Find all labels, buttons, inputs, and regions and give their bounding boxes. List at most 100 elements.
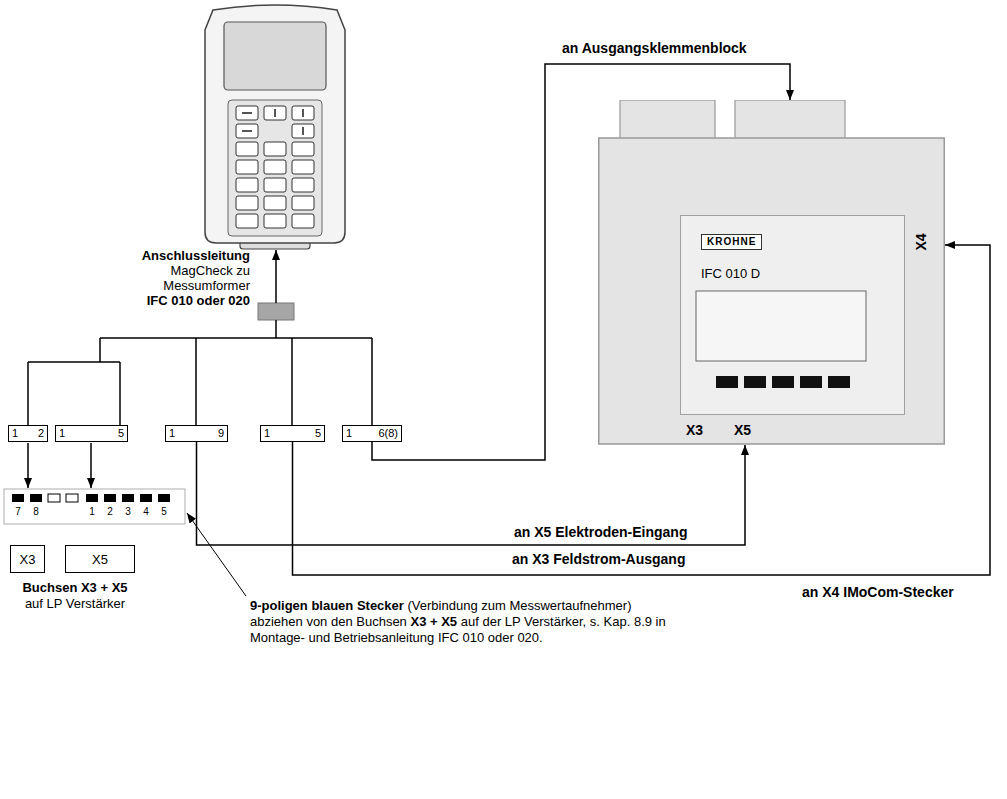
panel-key	[828, 376, 850, 388]
pin-number: 7	[12, 506, 24, 518]
pin-number: 3	[122, 506, 134, 518]
front-panel: IFC 010 D KROHNE	[680, 215, 905, 415]
cable-tree	[28, 320, 372, 425]
keypad-keys	[236, 214, 258, 228]
pin-number: 1	[89, 506, 95, 517]
node-text: KROHNE	[707, 236, 756, 247]
keypad-keys	[292, 106, 314, 120]
plug-arrow	[27, 443, 29, 488]
pin-strip	[4, 489, 185, 524]
socket-caption: Buchsen X3 + X5auf LP Verstärker	[0, 580, 150, 612]
plug-connector: 12	[8, 425, 48, 442]
panel-key	[716, 376, 738, 388]
pin	[12, 494, 24, 502]
pin-number: 2	[104, 506, 116, 518]
plug-connector: 15	[260, 425, 325, 442]
cable-caption: Anschlussleitung	[130, 248, 250, 263]
instruction-note: 9-poligen blauen Stecker	[250, 598, 404, 613]
node-text: X3	[20, 552, 36, 567]
cable-plug	[258, 303, 294, 320]
instruction-note: 9-poligen blauen Stecker(Verbindung zum …	[250, 598, 675, 646]
converter-housing: X4X3X5IFC 010 DKROHNE	[598, 100, 945, 445]
pin	[140, 494, 152, 502]
connector-label: an X4 IMoCom-Stecker	[800, 584, 956, 601]
pin-number: 5	[158, 506, 170, 518]
node-text: 6(8)	[378, 427, 398, 440]
node-text: 1	[59, 427, 65, 440]
pin	[122, 494, 134, 502]
keypad-keys	[236, 106, 258, 120]
keypad-keys	[292, 214, 314, 228]
route-label: an X3 Feldstrom-Ausgang	[512, 551, 685, 567]
keypad-keys	[236, 178, 258, 192]
keypad-keys	[292, 124, 314, 138]
key-marks	[302, 127, 304, 135]
socket-caption: auf LP Verstärker	[0, 596, 150, 612]
pin-number: 1	[86, 506, 98, 518]
pin-number: 4	[140, 506, 152, 518]
pin-number: 7	[15, 506, 21, 517]
node-text: X5	[92, 552, 108, 567]
cable-caption: AnschlussleitungMagCheck zu Messumformer…	[130, 248, 250, 308]
keypad-area	[228, 100, 322, 236]
node-text: 1	[346, 427, 352, 440]
node-text: 5	[315, 427, 321, 440]
port-label: X3	[686, 422, 703, 438]
pin-number: 8	[33, 506, 39, 517]
keypad-keys	[264, 214, 286, 228]
pin-number: 5	[161, 506, 167, 517]
pin-empty	[66, 494, 78, 502]
node-text: 1	[169, 427, 175, 440]
keypad-keys	[292, 178, 314, 192]
connector-label: an Ausgangsklemmenblock	[560, 40, 749, 57]
panel-key	[744, 376, 766, 388]
keypad-keys	[264, 178, 286, 192]
key-marks	[242, 112, 252, 114]
signal-connector	[197, 442, 746, 545]
pin	[104, 494, 116, 502]
panel-key	[800, 376, 822, 388]
keypad-keys	[236, 106, 314, 228]
plug-connector: 19	[165, 425, 228, 442]
socket-box: X5	[65, 545, 135, 573]
key-marks	[274, 109, 276, 117]
node-text: 1	[12, 427, 18, 440]
node-text: 9	[218, 427, 224, 440]
keypad-keys	[292, 160, 314, 174]
display-window	[696, 291, 866, 361]
port-label: X4	[913, 233, 929, 250]
key-marks	[242, 130, 252, 132]
node-text: 5	[118, 427, 124, 440]
keypad-keys	[236, 124, 258, 138]
cable-caption: MagCheck zu Messumformer	[130, 263, 250, 293]
pin-number: 4	[143, 506, 149, 517]
plug-arrow	[90, 443, 92, 488]
handheld-device	[205, 5, 345, 249]
plug-connector: 1 6(8)	[342, 425, 402, 442]
pin	[30, 494, 42, 502]
pin	[86, 494, 98, 502]
pin-number: 3	[125, 506, 131, 517]
keypad-keys	[292, 142, 314, 156]
keypad-keys	[264, 196, 286, 210]
strip-outline	[4, 489, 185, 524]
panel-key	[772, 376, 794, 388]
socket-caption: Buchsen X3 + X5	[0, 580, 150, 596]
housing-body	[599, 138, 945, 444]
device-body	[205, 5, 345, 243]
device-screen	[224, 22, 326, 90]
instruction-note: X3 + X5	[410, 614, 457, 629]
keypad-keys	[264, 160, 286, 174]
key-marks	[302, 109, 304, 117]
cable-arrow	[275, 250, 277, 303]
keypad-keys	[236, 196, 258, 210]
keypad-keys	[236, 142, 258, 156]
keypad-keys	[236, 160, 258, 174]
model-name: IFC 010 D	[701, 266, 760, 281]
keypad-keys	[264, 142, 286, 156]
socket-box: X3	[10, 545, 45, 573]
pin-number: 2	[107, 506, 113, 517]
connector-label: an X5 Elektroden-Eingang	[512, 524, 689, 541]
